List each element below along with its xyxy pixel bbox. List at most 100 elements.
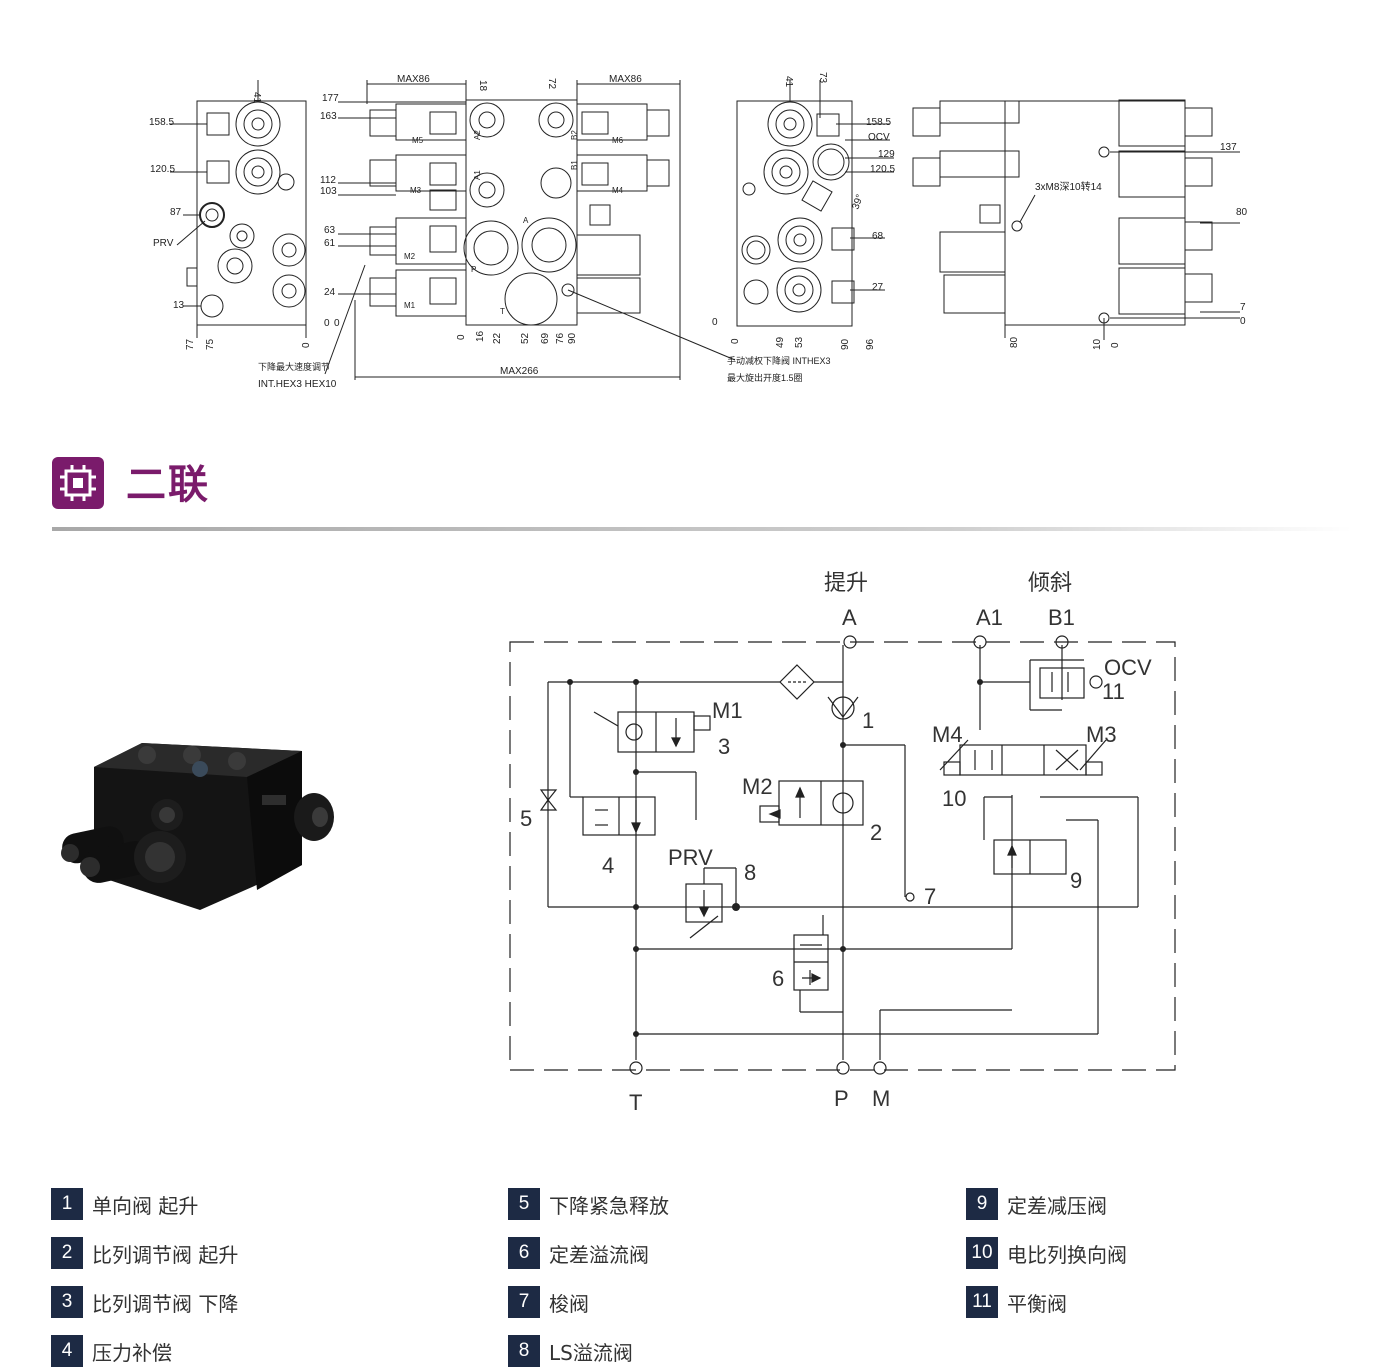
valve-11-ocv [1039, 667, 1085, 699]
legend-item: 7 梭阀 [508, 1286, 589, 1318]
technical-drawings: 158.5 120.5 87 PRV 13 41 77 75 0 下降最大速度调… [149, 72, 1248, 390]
filter-symbol [779, 664, 815, 700]
dim-label: 18 [477, 80, 488, 92]
solenoid-label: M6 [612, 136, 624, 145]
tag-8: 8 [744, 860, 756, 885]
lift-label: 提升 [824, 570, 868, 595]
port-label-p: P [834, 1086, 849, 1111]
port-label-a: A [842, 605, 857, 630]
tilt-label: 倾斜 [1028, 570, 1072, 595]
port-label: A1 [473, 170, 482, 180]
dim-label: 10 [1092, 338, 1103, 350]
legend-number: 2 [51, 1237, 83, 1269]
valve-5 [539, 789, 558, 802]
legend-number: 3 [51, 1286, 83, 1318]
legend-number: 10 [966, 1237, 998, 1269]
legend-number: 4 [51, 1335, 83, 1367]
tag-7: 7 [924, 884, 936, 909]
dim-label: 158.5 [866, 117, 891, 128]
dim-label: 0 [1110, 342, 1121, 348]
tag-1: 1 [862, 708, 874, 733]
port-label: T [500, 307, 505, 316]
dim-label: 120.5 [150, 164, 175, 175]
dim-label: 76 [555, 332, 566, 344]
junction-dots [567, 679, 983, 1037]
port-circles [629, 635, 1069, 1075]
dim-label: 52 [520, 332, 531, 344]
dim-label: 61 [324, 238, 336, 249]
drawing-note: 最大旋出开度1.5圈 [727, 372, 803, 383]
dim-label: MAX86 [609, 74, 642, 85]
dim-label: 129 [878, 149, 895, 160]
valve-10 [959, 744, 1087, 776]
hydraulic-schematic: 提升 倾斜 A A1 B1 T P M M1 M2 M3 M4 PRV OCV … [509, 570, 1176, 1115]
dim-label: 0 [334, 318, 340, 329]
dim-label: 90 [840, 338, 851, 350]
product-photo [61, 743, 334, 910]
tag-9: 9 [1070, 868, 1082, 893]
tag-prv: PRV [668, 845, 713, 870]
drawing-note: 手动减权下降阀 INTHEX3 [727, 355, 831, 366]
legend-label: 定差减压阀 [1007, 1193, 1107, 1218]
dim-label: 24 [324, 287, 336, 298]
dim-label: 22 [492, 332, 503, 344]
solenoid-label: M2 [404, 252, 416, 261]
dim-label: 39° [850, 193, 866, 211]
legend-label: 梭阀 [549, 1291, 589, 1316]
legend-label: 比列调节阀 下降 [92, 1291, 239, 1316]
dim-label: 80 [1236, 207, 1248, 218]
legend-item: 9 定差减压阀 [966, 1188, 1107, 1220]
port-label: B2 [570, 130, 579, 140]
legend-item: 3 比列调节阀 下降 [51, 1286, 238, 1318]
dim-label: 69 [540, 332, 551, 344]
legend-number: 1 [51, 1188, 83, 1220]
tag-ocv: OCV [1104, 655, 1152, 680]
drawing-left-view: 158.5 120.5 87 PRV 13 41 77 75 0 下降最大速度调… [149, 80, 366, 390]
dim-label: 90 [567, 332, 578, 344]
dim-label: 177 [322, 93, 339, 104]
dim-label: 13 [173, 300, 185, 311]
dim-label: 49 [775, 336, 786, 348]
legend-number: 5 [508, 1188, 540, 1220]
legend-item: 2 比列调节阀 起升 [51, 1237, 238, 1269]
dim-label: 80 [1009, 336, 1020, 348]
solenoid-label: M3 [410, 186, 422, 195]
legend-number: 8 [508, 1335, 540, 1367]
legend-label: 比列调节阀 起升 [92, 1242, 239, 1267]
dim-label: PRV [153, 238, 174, 249]
port-label: B1 [570, 160, 579, 170]
svg-text:0: 0 [730, 338, 741, 344]
legend-number: 9 [966, 1188, 998, 1220]
dim-label: 68 [872, 231, 884, 242]
legend-number: 6 [508, 1237, 540, 1269]
dim-label: 41 [251, 92, 262, 104]
dim-label: OCV [868, 132, 890, 143]
tag-6: 6 [772, 966, 784, 991]
solenoid-label: M5 [412, 136, 424, 145]
drawing-front-view: MAX86 MAX86 MAX266 177 163 112 103 63 61… [320, 74, 831, 383]
dim-label: 27 [872, 282, 884, 293]
legend-number: 11 [966, 1286, 998, 1318]
dim-label: 0 [1240, 316, 1246, 327]
legend-number: 7 [508, 1286, 540, 1318]
tag-m2: M2 [742, 774, 773, 799]
dim-label: MAX86 [397, 74, 430, 85]
chip-icon [52, 457, 104, 509]
dim-label: 41 [783, 76, 794, 88]
dim-label: 16 [475, 330, 486, 342]
circuit-boundary [509, 641, 1176, 1071]
dim-label: 0 [324, 318, 330, 329]
tag-4: 4 [602, 853, 614, 878]
section-divider [52, 527, 1352, 531]
drawing-note: 下降最大速度调节 [258, 361, 330, 372]
drawing-note: 3xM8深10转14 [1035, 180, 1102, 193]
legend-label: 单向阀 起升 [92, 1193, 199, 1218]
tag-m1: M1 [712, 698, 743, 723]
port-label: A [523, 216, 529, 225]
drawing-side-view: 158.5 OCV 129 120.5 68 27 39° 41 73 0 49… [712, 72, 895, 350]
